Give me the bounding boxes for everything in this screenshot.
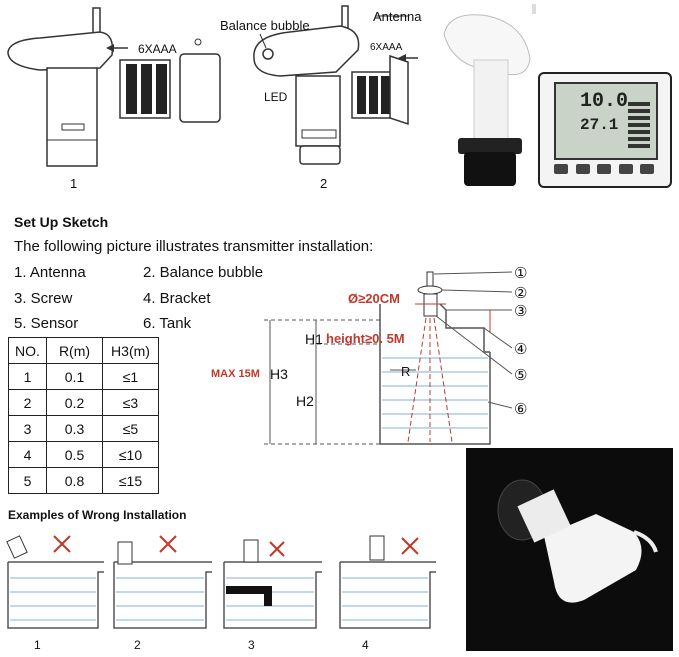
table-row: 1 0.1 ≤1 xyxy=(8,363,159,390)
display-buttons xyxy=(554,164,654,176)
table-header: H3(m) xyxy=(102,337,159,364)
figure-1-number: 1 xyxy=(70,176,78,191)
h3-label: H3 xyxy=(270,366,288,382)
callout-5: ⑤ xyxy=(514,367,528,384)
wrong-installation-diagrams xyxy=(6,535,436,629)
balance-bubble-label: Balance bubble xyxy=(220,18,310,33)
callout-2: ② xyxy=(514,285,528,302)
table-cell: ≤10 xyxy=(102,441,159,468)
table-cell: ≤15 xyxy=(102,467,159,494)
setup-title: Set Up Sketch xyxy=(14,214,109,230)
table-row: 2 0.2 ≤3 xyxy=(8,389,159,416)
table-row: 5 0.8 ≤15 xyxy=(8,467,159,494)
display-level-bars xyxy=(628,102,650,150)
wrong-example-1-number: 1 xyxy=(34,638,41,652)
wrong-installation-title: Examples of Wrong Installation xyxy=(8,508,187,522)
setup-intro: The following picture illustrates transm… xyxy=(14,238,374,255)
led-label: LED xyxy=(264,90,288,104)
table-cell: 0.5 xyxy=(46,441,103,468)
table-row: 4 0.5 ≤10 xyxy=(8,441,159,468)
table-cell: 3 xyxy=(8,415,47,442)
wrong-example-3-number: 3 xyxy=(248,638,255,652)
table-cell: 0.1 xyxy=(46,363,103,390)
product-photo-black-bg xyxy=(466,448,673,651)
figure-2-number: 2 xyxy=(320,176,328,191)
battery-label-right: 6XAAA xyxy=(370,42,403,53)
callout-1: ① xyxy=(514,265,528,282)
setup-item-screw: 3. Screw xyxy=(14,290,73,307)
table-row: 3 0.3 ≤5 xyxy=(8,415,159,442)
h2-label: H2 xyxy=(296,393,314,409)
figure-1-sketch xyxy=(7,7,221,167)
callout-4: ④ xyxy=(514,341,528,358)
spec-table: NO. R(m) H3(m) 1 0.1 ≤1 2 0.2 ≤3 3 0.3 ≤… xyxy=(8,337,159,494)
height-label: height≥0. 5M xyxy=(326,331,405,346)
callout-6: ⑥ xyxy=(514,401,528,418)
table-cell: ≤5 xyxy=(102,415,159,442)
setup-item-balance-bubble: 2. Balance bubble xyxy=(143,264,264,281)
table-cell: ≤1 xyxy=(102,363,159,390)
table-cell: 0.2 xyxy=(46,389,103,416)
table-cell: ≤3 xyxy=(102,389,159,416)
figure-2-sketch xyxy=(253,5,418,165)
table-cell: 2 xyxy=(8,389,47,416)
display-screen: 10.0 27.1 xyxy=(554,82,658,160)
r-label: R xyxy=(401,364,411,379)
h1-label: H1 xyxy=(305,331,323,347)
wrong-example-2-number: 2 xyxy=(134,638,141,652)
table-cell: 0.3 xyxy=(46,415,103,442)
table-cell: 1 xyxy=(8,363,47,390)
table-header: NO. xyxy=(8,337,47,364)
display-reading-1: 10.0 xyxy=(580,90,629,113)
sensor-photo xyxy=(497,479,658,603)
installation-sketch xyxy=(264,271,513,445)
wrong-example-4-number: 4 xyxy=(362,638,369,652)
table-cell: 5 xyxy=(8,467,47,494)
product-photo-sensor xyxy=(443,4,536,186)
callout-3: ③ xyxy=(514,303,528,320)
table-cell: 0.8 xyxy=(46,467,103,494)
product-photo-display: 10.0 27.1 xyxy=(538,72,672,188)
display-reading-2: 27.1 xyxy=(580,116,619,134)
table-header-row: NO. R(m) H3(m) xyxy=(8,337,159,364)
table-header: R(m) xyxy=(46,337,103,364)
antenna-label: Antenna xyxy=(373,9,422,24)
table-cell: 4 xyxy=(8,441,47,468)
setup-item-tank: 6. Tank xyxy=(143,315,192,332)
diameter-label: Ø≥20CM xyxy=(348,291,400,306)
max-depth-label: MAX 15M xyxy=(211,368,260,380)
setup-item-antenna: 1. Antenna xyxy=(14,264,86,281)
setup-item-sensor: 5. Sensor xyxy=(14,315,79,332)
battery-label-left: 6XAAA xyxy=(138,42,177,56)
setup-item-bracket: 4. Bracket xyxy=(143,290,211,307)
